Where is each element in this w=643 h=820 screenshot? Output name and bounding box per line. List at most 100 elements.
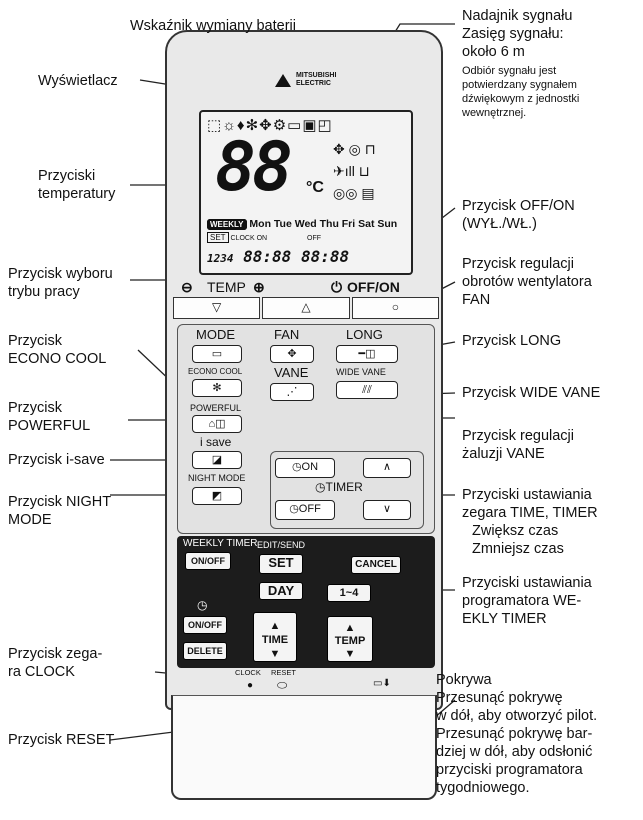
label-display: Wyświetlacz bbox=[38, 73, 118, 89]
long-label: LONG bbox=[346, 327, 383, 342]
isave-button[interactable]: ◪ bbox=[192, 451, 242, 469]
mode-icons: ⬚☼♦✻✥⚙▭▣◰ bbox=[207, 117, 333, 134]
label-mode-1: Przycisk wyboru bbox=[8, 266, 113, 282]
label-powerful-2: POWERFUL bbox=[8, 418, 91, 434]
wide-vane-icons: ◎◎ ▤ bbox=[333, 185, 375, 201]
label-cover-4: Przesunąć pokrywę bar- bbox=[436, 726, 593, 742]
night-mode-label: NIGHT MODE bbox=[188, 473, 246, 483]
label-fan-1: Przycisk regulacji bbox=[462, 256, 574, 272]
temp-program-button[interactable]: ▲TEMP▼ bbox=[327, 616, 373, 662]
cancel-button[interactable]: CANCEL bbox=[351, 556, 401, 574]
label-timer-1: Przyciski ustawiania bbox=[462, 487, 592, 503]
clock-flag: CLOCK bbox=[230, 235, 255, 242]
label-cover-3: w dół, aby otworzyć pilot. bbox=[436, 708, 598, 724]
battery-icon: ▭⬇ bbox=[373, 678, 391, 689]
label-temp-1: Przyciski bbox=[38, 168, 96, 184]
on-flag: ON bbox=[256, 235, 268, 242]
econo-label: ECONO COOL bbox=[188, 367, 243, 376]
label-long: Przycisk LONG bbox=[462, 333, 562, 349]
label-clock-1: Przycisk zega- bbox=[8, 646, 103, 662]
long-button[interactable]: ━◫ bbox=[336, 345, 398, 363]
mode-label: MODE bbox=[196, 327, 235, 342]
timer-up-button[interactable]: ∧ bbox=[363, 458, 411, 478]
set-badge: SET bbox=[207, 232, 229, 243]
lcd-display: ⬚☼♦✻✥⚙▭▣◰ 88 °C ✥ ◎ ⊓ ✈ıll ⊔ ◎◎ ▤ WEEKLY… bbox=[199, 110, 413, 275]
timer-off-label: OFF bbox=[298, 503, 321, 515]
label-timer-down: Zmniejsz czas bbox=[472, 541, 564, 557]
weekday-row: WEEKLY Mon Tue Wed Thu Fri Sat Sun bbox=[207, 218, 397, 230]
timer-clock-icon: ◷ bbox=[315, 480, 326, 494]
onoff-button[interactable]: ○ bbox=[351, 297, 439, 319]
label-transmitter-note-2: potwierdzany sygnałem bbox=[462, 79, 577, 91]
timer-group: ◷ON ∧ ◷TIMER ◷OFF ∨ bbox=[270, 451, 424, 529]
econo-cool-button[interactable]: ✻ bbox=[192, 379, 242, 397]
day-button[interactable]: DAY bbox=[259, 582, 303, 600]
temp-program-label: TEMP bbox=[334, 635, 366, 647]
off-flag: OFF bbox=[307, 235, 322, 242]
temperature-unit: °C bbox=[306, 179, 324, 196]
label-cover-5: dziej w dół, aby odsłonić bbox=[436, 744, 593, 760]
fan-button[interactable]: ✥ bbox=[270, 345, 314, 363]
fan-label: FAN bbox=[274, 327, 300, 342]
temp-up-button[interactable]: △ bbox=[262, 297, 350, 319]
clock-off-icon: ◷ bbox=[289, 503, 299, 515]
label-weekly-3: EKLY TIMER bbox=[462, 611, 547, 627]
program-onoff-button[interactable]: ON/OFF bbox=[183, 616, 227, 634]
timer-text: TIMER bbox=[325, 480, 363, 494]
clock-row: 1234 88:88 88:88 bbox=[207, 247, 349, 266]
set-button[interactable]: SET bbox=[259, 554, 303, 574]
mode-button[interactable]: ▭ bbox=[192, 345, 242, 363]
temp-label: TEMP bbox=[207, 279, 246, 295]
isave-label: i save bbox=[200, 435, 232, 449]
reset-small-label: RESET bbox=[271, 668, 297, 677]
label-transmitter-note-4: wewnętrznej. bbox=[462, 107, 527, 119]
label-weekly-1: Przyciski ustawiania bbox=[462, 575, 592, 591]
timer-on-label: ON bbox=[301, 461, 319, 473]
timer-off-button[interactable]: ◷OFF bbox=[275, 500, 335, 520]
clock-button[interactable]: ● bbox=[247, 680, 254, 691]
time-button[interactable]: ▲ TIME ▼ bbox=[253, 612, 297, 662]
lcd-right-icons: ✥ ◎ ⊓ ✈ıll ⊔ ◎◎ ▤ bbox=[333, 138, 376, 204]
timer-down-button[interactable]: ∨ bbox=[363, 500, 411, 520]
vane-label: VANE bbox=[274, 365, 309, 380]
slide-cover[interactable] bbox=[171, 695, 437, 800]
program-range-button[interactable]: 1~4 bbox=[327, 584, 371, 602]
wide-vane-label: WIDE VANE bbox=[336, 367, 386, 377]
weekly-timer-label: WEEKLY TIMER bbox=[183, 538, 258, 549]
lcd-flags: SET CLOCK ON OFF bbox=[207, 232, 322, 243]
label-transmitter-note-1: Odbiór sygnału jest bbox=[462, 65, 557, 77]
wide-vane-button[interactable]: ⫽⫽ bbox=[336, 381, 398, 399]
label-mode-2: trybu pracy bbox=[8, 284, 80, 300]
label-wide-vane: Przycisk WIDE VANE bbox=[462, 385, 601, 401]
bottom-strip: CLOCK RESET ● ⬭ ▭⬇ bbox=[177, 668, 435, 698]
label-vane-2: żaluzji VANE bbox=[462, 446, 545, 462]
reset-button[interactable]: ⬭ bbox=[277, 678, 288, 692]
onoff-label: OFF/ON bbox=[347, 279, 400, 295]
remote-control: MITSUBISHI ELECTRIC ⬚☼♦✻✥⚙▭▣◰ 88 °C ✥ ◎ … bbox=[165, 30, 443, 800]
time-label: TIME bbox=[261, 634, 289, 646]
temp-down-button[interactable]: ▽ bbox=[173, 297, 261, 319]
timer-on-button[interactable]: ◷ON bbox=[275, 458, 335, 478]
label-cover-1: Pokrywa bbox=[436, 672, 492, 688]
label-transmitter-note-3: dźwiękowym z jednostki bbox=[462, 93, 580, 105]
plus-icon: ⊕ bbox=[253, 279, 265, 295]
up-arrow-icon: ▲ bbox=[269, 620, 281, 632]
clock-small-label: CLOCK bbox=[235, 668, 261, 677]
weekly-onoff-button[interactable]: ON/OFF bbox=[185, 552, 231, 570]
vane-button[interactable]: ⋰ bbox=[270, 383, 314, 401]
label-econo-2: ECONO COOL bbox=[8, 351, 107, 367]
delete-button[interactable]: DELETE bbox=[183, 642, 227, 660]
temperature-digits: 88 bbox=[215, 128, 293, 207]
label-battery-indicator: Wskaźnik wymiany baterii bbox=[130, 18, 296, 34]
label-reset: Przycisk RESET bbox=[8, 732, 115, 748]
label-night-2: MODE bbox=[8, 512, 52, 528]
label-fan-3: FAN bbox=[462, 292, 491, 308]
down-arrow-icon: ▼ bbox=[269, 648, 281, 660]
powerful-label: POWERFUL bbox=[190, 403, 242, 413]
night-mode-button[interactable]: ◩ bbox=[192, 487, 242, 505]
brand-line-1: MITSUBISHI bbox=[295, 72, 337, 79]
clock-digits: 88:88 bbox=[243, 247, 292, 266]
label-powerful-1: Przycisk bbox=[8, 400, 62, 416]
edit-send-label: EDIT/SEND bbox=[257, 540, 306, 550]
powerful-button[interactable]: ⌂◫ bbox=[192, 415, 242, 433]
